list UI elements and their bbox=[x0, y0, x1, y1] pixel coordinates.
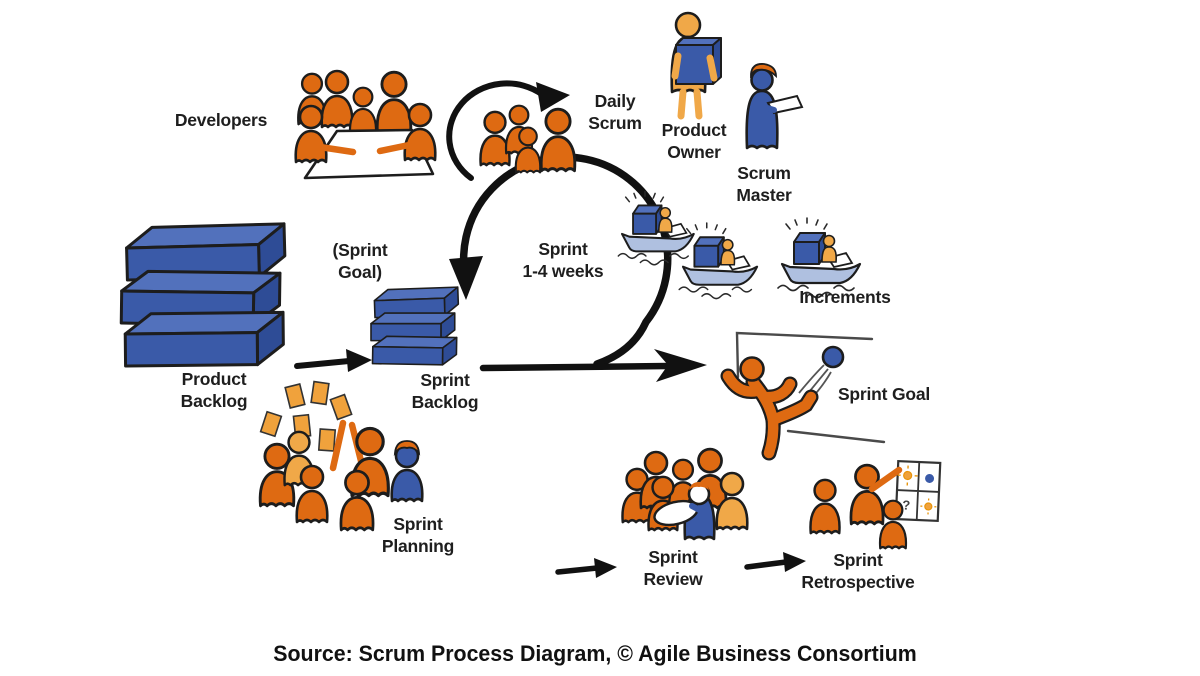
label-developers: Developers bbox=[174, 110, 268, 130]
sprint-planning-figure-group bbox=[258, 380, 424, 532]
question-mark-icon: ? bbox=[902, 497, 911, 512]
label-sprint-backlog: Sprint Backlog bbox=[411, 370, 479, 413]
label-sprint-goal: Sprint Goal bbox=[837, 384, 931, 404]
daily-scrum-figure-group bbox=[479, 104, 577, 174]
label-scrum-master: Scrum Master bbox=[736, 163, 792, 206]
label-sprint-goal-hint: (Sprint Goal) bbox=[332, 240, 388, 283]
developers-figure-group bbox=[294, 69, 437, 180]
sprint-backlog-icon bbox=[370, 286, 460, 366]
label-product-backlog: Product Backlog bbox=[180, 369, 248, 412]
arrow-loop-to-sprint-goal bbox=[479, 349, 707, 382]
scrum-master-figure bbox=[745, 63, 804, 150]
product-owner-figure bbox=[670, 11, 722, 120]
arrow-review-to-retrospective bbox=[744, 552, 806, 572]
sprint-review-figure-group bbox=[621, 447, 749, 541]
label-sprint-planning: Sprint Planning bbox=[381, 514, 455, 557]
sprint-goal-kicker-figure bbox=[720, 356, 819, 461]
cap-icon bbox=[689, 482, 709, 490]
ball-icon bbox=[821, 345, 845, 369]
product-backlog-icon bbox=[119, 222, 287, 368]
label-daily-scrum: Daily Scrum bbox=[588, 91, 642, 134]
daily-scrum-loop-arrow bbox=[446, 80, 570, 181]
arrow-product-to-sprint-backlog bbox=[294, 349, 372, 372]
label-product-owner: Product Owner bbox=[661, 120, 727, 163]
loop-down-arrowhead bbox=[449, 256, 483, 300]
increment-boats-icon bbox=[617, 190, 862, 300]
increment-boat-icon bbox=[617, 190, 695, 266]
arrow-to-sprint-review bbox=[555, 558, 617, 578]
sun-icon bbox=[903, 470, 913, 481]
sun-icon bbox=[924, 502, 933, 511]
goal-frame bbox=[735, 331, 874, 379]
label-increments: Increments bbox=[799, 287, 891, 307]
source-caption: Source: Scrum Process Diagram, © Agile B… bbox=[273, 641, 917, 666]
sprint-goal-scene bbox=[720, 331, 886, 461]
ground-line bbox=[786, 429, 886, 444]
sprint-retrospective-figure-group: ? bbox=[809, 459, 942, 550]
dot-icon bbox=[925, 473, 935, 483]
label-sprint-retrospective: Sprint Retrospective bbox=[801, 550, 915, 593]
retro-board: ? bbox=[894, 459, 942, 523]
label-sprint-review: Sprint Review bbox=[643, 547, 703, 590]
label-sprint-duration: Sprint 1-4 weeks bbox=[522, 239, 604, 282]
cap-icon bbox=[393, 440, 421, 457]
sprint-loop-arrow bbox=[449, 153, 672, 368]
